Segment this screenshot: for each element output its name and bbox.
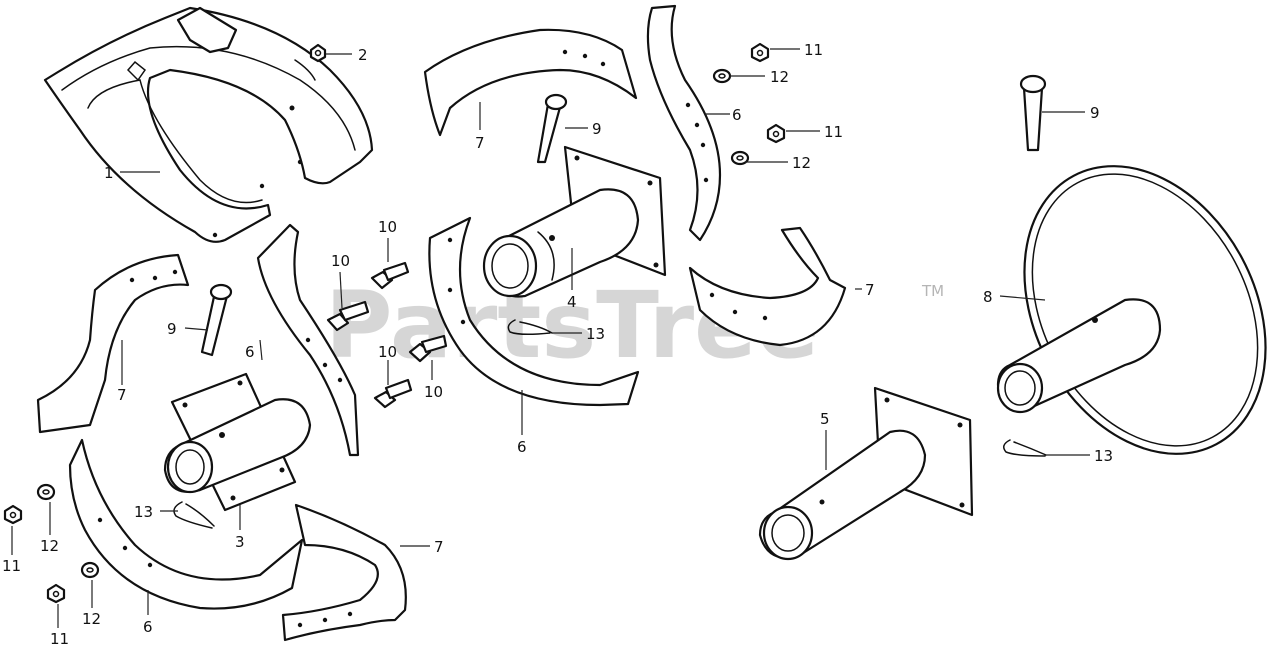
callout-12d: 12 [82, 610, 101, 628]
part-fender [43, 6, 374, 243]
part-tine-top-left [423, 28, 638, 137]
part-shaft-5 [758, 386, 974, 561]
callout-10d: 10 [424, 383, 443, 401]
part-bolt-10c [373, 378, 413, 409]
part-pin-9-center [536, 93, 568, 164]
callout-13b: 13 [134, 503, 153, 521]
callout-6c: 6 [517, 438, 527, 456]
callout-10c: 10 [378, 343, 397, 361]
callout-7c: 7 [865, 281, 875, 299]
part-hub-3 [163, 372, 312, 512]
watermark-trademark: TM [921, 282, 944, 300]
callout-10b: 10 [331, 252, 350, 270]
part-washer-12b [730, 150, 750, 166]
callout-9b: 9 [1090, 104, 1100, 122]
callout-4: 4 [567, 293, 577, 311]
callout-7a: 7 [475, 134, 485, 152]
part-side-plate-8 [996, 165, 1267, 455]
part-tine-bottom [281, 503, 407, 642]
part-nut-11a [750, 42, 770, 63]
callout-11c: 11 [2, 557, 21, 575]
leader-lines [11, 48, 1090, 628]
callout-10a: 10 [378, 218, 397, 236]
callout-11a: 11 [804, 41, 823, 59]
callout-11b: 11 [824, 123, 843, 141]
callout-6d: 6 [143, 618, 153, 636]
part-tine-bottom-left [68, 438, 304, 610]
part-bolt-10a [370, 261, 410, 290]
part-nut-11d [46, 583, 66, 604]
part-bolt-10d [408, 334, 448, 363]
callouts: 1 2 3 4 5 6 6 6 6 7 7 7 7 8 9 9 9 10 10 … [2, 41, 1113, 648]
callout-13a: 13 [586, 325, 605, 343]
part-nut-11b [766, 123, 786, 144]
part-washer-12a [712, 68, 732, 84]
part-pin-9-left [200, 283, 233, 357]
callout-9a: 9 [592, 120, 602, 138]
part-tine-center [428, 216, 640, 407]
part-bolt-10b [326, 300, 370, 332]
callout-12c: 12 [40, 537, 59, 555]
callout-2: 2 [358, 46, 368, 64]
part-tine-left [36, 253, 190, 434]
callout-7b: 7 [117, 386, 127, 404]
part-tine-right [688, 226, 847, 347]
part-clip-13c [1003, 439, 1047, 457]
part-nut-2 [309, 43, 327, 63]
callout-12a: 12 [770, 68, 789, 86]
part-tine-mid-left [256, 223, 360, 457]
part-tine-upper-right [646, 4, 722, 242]
part-pin-9-right [1019, 74, 1047, 152]
callout-5: 5 [820, 410, 830, 428]
callout-7d: 7 [434, 538, 444, 556]
callout-8: 8 [983, 288, 993, 306]
callout-1: 1 [104, 164, 114, 182]
callout-6b: 6 [245, 343, 255, 361]
callout-9c: 9 [167, 320, 177, 338]
part-clip-13b [173, 501, 215, 529]
callout-12b: 12 [792, 154, 811, 172]
part-washer-12d [80, 561, 100, 579]
callout-11d: 11 [50, 630, 69, 648]
callout-6a: 6 [732, 106, 742, 124]
part-clip-13a [507, 319, 553, 336]
callout-13c: 13 [1094, 447, 1113, 465]
part-nut-11c [3, 504, 23, 525]
part-hub-4 [482, 145, 667, 298]
callout-3: 3 [235, 533, 245, 551]
part-washer-12c [36, 483, 56, 501]
